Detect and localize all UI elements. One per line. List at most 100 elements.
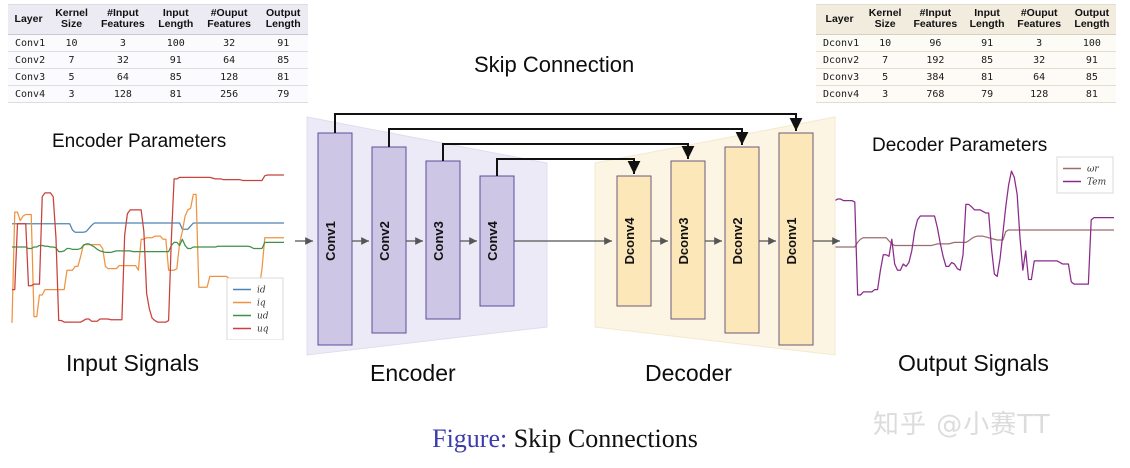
cell-input-features: 192 — [907, 51, 964, 70]
cell-input-features: 64 — [93, 68, 152, 87]
cell-input-length: 81 — [963, 68, 1011, 87]
column-header-input-length: Input Length — [963, 3, 1011, 36]
decoder-block-dconv2: Dconv2 — [724, 146, 760, 334]
encoder-block-label: Conv1 — [323, 221, 338, 261]
decoder-label: Decoder — [645, 360, 732, 386]
cell-output-features: 64 — [1010, 68, 1068, 87]
column-header-output-length: Output Length — [1067, 3, 1116, 36]
encoder-block-label: Conv4 — [485, 220, 500, 261]
cell-output-length: 79 — [258, 85, 308, 104]
decoder-block-dconv1: Dconv1 — [778, 132, 814, 346]
cell-input-features: 384 — [907, 68, 964, 87]
cell-output-features: 32 — [199, 34, 259, 53]
cell-output-length: 85 — [1067, 68, 1116, 87]
cell-output-length: 91 — [1067, 51, 1116, 70]
cell-input-length: 91 — [963, 34, 1011, 53]
cell-input-features: 3 — [93, 34, 152, 53]
table-row: Conv3 5 64 85 128 81 — [8, 68, 308, 87]
cell-output-features: 64 — [199, 51, 259, 70]
series-line-u_d — [12, 238, 284, 254]
cell-input-features: 128 — [93, 85, 152, 104]
decoder-block-label: Dconv4 — [622, 217, 637, 265]
series-line-i_d — [12, 222, 284, 233]
table-row: Conv1 10 3 100 32 91 — [8, 34, 308, 53]
legend-label-u_d: ud — [257, 312, 269, 322]
encoder-block-conv4: Conv4 — [479, 175, 515, 307]
cell-kernel-size: 5 — [49, 68, 94, 87]
cell-layer: Dconv4 — [816, 85, 864, 104]
column-header-output-features: #Ouput Features — [1010, 3, 1068, 36]
column-header-input-features: #Input Features — [907, 3, 964, 36]
column-header-input-features: #Input Features — [93, 3, 152, 36]
table-row: Dconv3 5 384 81 64 85 — [816, 68, 1116, 87]
column-header-output-length: Output Length — [258, 3, 308, 36]
column-header-layer: Layer — [8, 3, 50, 36]
cell-output-features: 256 — [199, 85, 259, 104]
cell-layer: Dconv3 — [816, 68, 864, 87]
cell-kernel-size: 10 — [49, 34, 94, 53]
legend-label-i_q: iq — [257, 299, 266, 309]
series-line-T_em — [831, 170, 1114, 325]
cell-layer: Conv3 — [8, 68, 50, 87]
cell-layer: Conv1 — [8, 34, 50, 53]
table-row: Dconv2 7 192 85 32 91 — [816, 51, 1116, 70]
encoder-block-conv1: Conv1 — [317, 132, 353, 346]
cell-input-length: 85 — [963, 51, 1011, 70]
table-row: Conv2 7 32 91 64 85 — [8, 51, 308, 70]
series-line-u_q — [12, 174, 284, 323]
table-header-row: Layer Kernel Size #Input Features Input … — [816, 3, 1116, 36]
decoder-parameters-table: Layer Kernel Size #Input Features Input … — [816, 3, 1116, 104]
cell-output-features: 3 — [1010, 34, 1068, 53]
encoder-block-conv3: Conv3 — [425, 160, 461, 320]
decoder-block-label: Dconv3 — [676, 218, 691, 265]
skip-connection-label: Skip Connection — [474, 52, 635, 77]
table-row: Conv4 3 128 81 256 79 — [8, 85, 308, 104]
cell-output-features: 32 — [1010, 51, 1068, 70]
decoder-block-dconv4: Dconv4 — [616, 175, 652, 307]
cell-layer: Conv2 — [8, 51, 50, 70]
cell-output-length: 81 — [258, 68, 308, 87]
table-row: Dconv1 10 96 91 3 100 — [816, 34, 1116, 53]
cell-input-features: 32 — [93, 51, 152, 70]
column-header-input-length: Input Length — [151, 3, 200, 36]
encoder-block-label: Conv3 — [431, 221, 446, 261]
decoder-parameters-label: Decoder Parameters — [872, 135, 1048, 156]
encoder-block-conv2: Conv2 — [371, 146, 407, 334]
decoder-block-label: Dconv2 — [730, 218, 745, 265]
column-header-output-features: #Ouput Features — [199, 3, 259, 36]
output-signals-label: Output Signals — [898, 350, 1049, 376]
input-signals-label: Input Signals — [66, 350, 199, 376]
column-header-layer: Layer — [816, 3, 864, 36]
skip-connection-conv1-dconv1 — [334, 113, 803, 133]
caption-text: Skip Connections — [513, 424, 698, 453]
column-header-kernel-size: Kernel Size — [49, 3, 94, 36]
cell-input-features: 768 — [907, 85, 964, 104]
cell-input-features: 96 — [907, 34, 964, 53]
series-line-omega_r — [832, 229, 1114, 248]
cell-layer: Dconv2 — [816, 51, 864, 70]
column-header-kernel-size: Kernel Size — [863, 3, 908, 36]
figure-caption: Figure: Skip Connections — [0, 424, 1130, 454]
cell-input-length: 91 — [151, 51, 200, 70]
cell-kernel-size: 3 — [863, 85, 908, 104]
cell-kernel-size: 7 — [49, 51, 94, 70]
unet-architecture-diagram: Conv1 Conv2 Conv3 Conv4 Dconv — [295, 105, 840, 365]
cell-output-features: 128 — [1010, 85, 1068, 104]
encoder-parameters-table: Layer Kernel Size #Input Features Input … — [8, 3, 308, 104]
cell-input-length: 85 — [151, 68, 200, 87]
decoder-block-dconv3: Dconv3 — [670, 160, 706, 320]
encoder-parameters-label: Encoder Parameters — [52, 131, 227, 152]
encoder-label: Encoder — [370, 360, 456, 386]
zhihu-watermark: 知乎 @小赛TT — [873, 410, 1051, 440]
cell-output-length: 81 — [1067, 85, 1116, 104]
skip-connection-conv2-dconv2 — [388, 128, 749, 147]
cell-output-features: 128 — [199, 68, 259, 87]
legend-label-omega_r: ωr — [1087, 165, 1099, 175]
cell-output-length: 100 — [1067, 34, 1116, 53]
cell-layer: Conv4 — [8, 85, 50, 104]
cell-output-length: 85 — [258, 51, 308, 70]
